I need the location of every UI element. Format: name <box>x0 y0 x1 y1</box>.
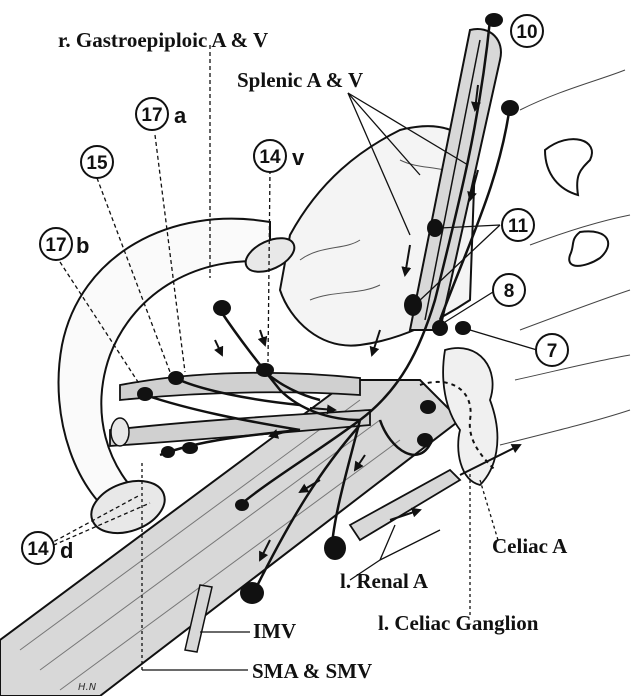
station-11: 11 <box>502 209 534 241</box>
station-7: 7 <box>536 334 568 366</box>
svg-text:d: d <box>60 538 73 563</box>
svg-text:10: 10 <box>516 22 537 43</box>
background-contours <box>500 70 630 445</box>
svg-text:15: 15 <box>86 153 108 174</box>
label-gastroepiploic: r. Gastroepiploic A & V <box>58 28 268 52</box>
svg-text:14: 14 <box>27 539 49 560</box>
label-sma-smv: SMA & SMV <box>252 659 372 683</box>
svg-text:8: 8 <box>504 281 515 302</box>
label-celiac-ganglion: l. Celiac Ganglion <box>378 611 539 635</box>
svg-text:11: 11 <box>508 216 529 237</box>
svg-text:a: a <box>174 103 187 128</box>
svg-text:17: 17 <box>45 235 66 256</box>
station-15: 15 <box>81 146 113 178</box>
station-17a: 17 a <box>136 98 187 130</box>
svg-text:14: 14 <box>259 147 281 168</box>
artist-signature: H.N <box>78 682 97 693</box>
label-imv: IMV <box>253 619 296 643</box>
station-10: 10 <box>511 15 543 47</box>
station-14v: 14 v <box>254 140 305 172</box>
label-celiac-a: Celiac A <box>492 534 568 558</box>
station-8: 8 <box>493 274 525 306</box>
svg-text:v: v <box>292 145 305 170</box>
svg-text:17: 17 <box>141 105 162 126</box>
label-splenic: Splenic A & V <box>237 68 363 92</box>
spleen-shape <box>545 139 592 195</box>
station-14d: 14 d <box>22 532 73 564</box>
kidney-shape <box>569 231 608 265</box>
label-renal-a: l. Renal A <box>340 569 429 593</box>
vessel-cut-left <box>111 418 129 446</box>
svg-text:7: 7 <box>547 341 558 362</box>
svg-text:b: b <box>76 233 89 258</box>
station-17b: 17 b <box>40 228 89 260</box>
